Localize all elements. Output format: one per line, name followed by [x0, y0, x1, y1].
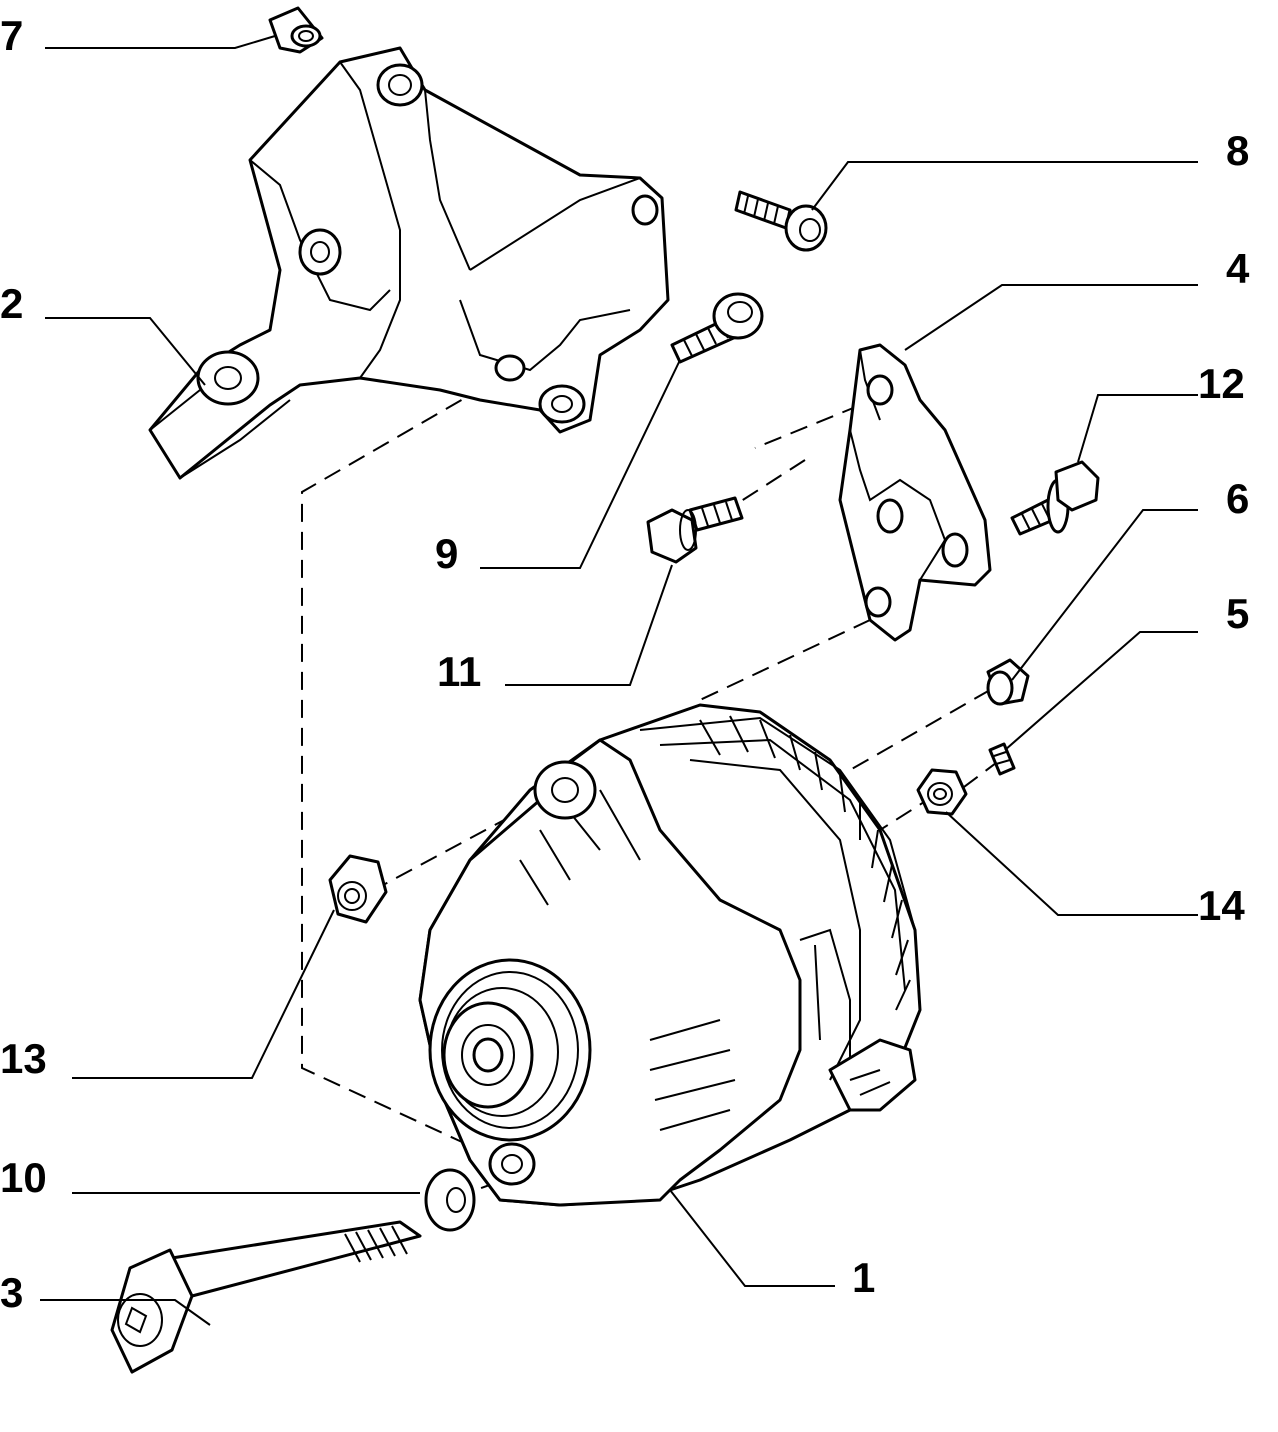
callout-label-5: 5 [1226, 590, 1249, 637]
callout-label-6: 6 [1226, 475, 1249, 522]
nut-part-14 [916, 768, 968, 816]
socket-head-screw-part-9 [670, 292, 764, 364]
bolt-with-washer-part [1010, 460, 1100, 536]
callout-label-2: 2 [0, 280, 23, 327]
callout-label-1: 1 [852, 1254, 875, 1301]
callout-label-13: 13 [0, 1035, 47, 1082]
callout-labels: 7 8 4 2 12 6 9 5 11 14 13 10 3 1 [0, 12, 1250, 1316]
callout-label-9: 9 [435, 530, 458, 577]
mounting-bracket-part [148, 46, 670, 480]
long-bolt-part [110, 1220, 422, 1374]
bracket-plate-part [838, 343, 992, 642]
callout-label-12: 12 [1198, 360, 1245, 407]
callout-label-7: 7 [0, 12, 23, 59]
alternator-part [418, 703, 922, 1207]
nut-part-13 [328, 854, 388, 924]
leader-lines [40, 35, 1198, 1326]
callout-label-4: 4 [1226, 245, 1250, 292]
callout-label-10: 10 [0, 1154, 47, 1201]
socket-head-screw-part-8 [734, 190, 828, 252]
spacer-sleeve-part [268, 6, 324, 54]
callout-label-3: 3 [0, 1269, 23, 1316]
spring-clip-part [988, 742, 1016, 776]
washer-part [424, 1168, 476, 1232]
callout-label-14: 14 [1198, 882, 1245, 929]
callout-label-11: 11 [437, 648, 481, 695]
flanged-bolt-part [646, 496, 744, 564]
callout-label-8: 8 [1226, 127, 1249, 174]
